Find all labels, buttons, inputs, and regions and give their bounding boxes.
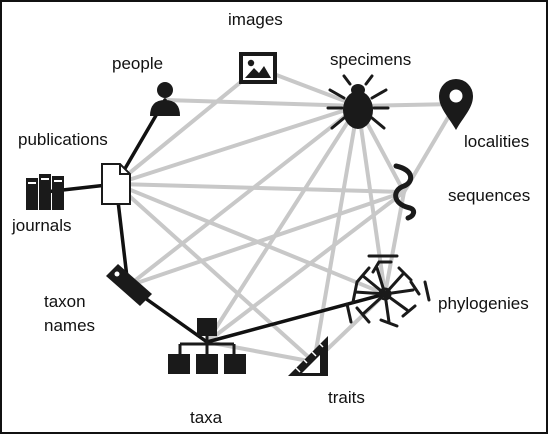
label-taxon-names-line1: taxon (44, 292, 86, 311)
label-phylogenies: phylogenies (438, 294, 529, 313)
link-publications-phylogenies (114, 182, 387, 296)
label-localities: localities (464, 132, 530, 151)
link-sequences-phylogenies (383, 190, 406, 296)
label-publications: publications (18, 130, 108, 149)
hierarchy-icon (168, 318, 246, 374)
books-icon (26, 174, 64, 210)
label-taxon-names: taxon names (44, 290, 95, 338)
link-taxa-phylogenies (205, 292, 387, 344)
weak-links (114, 66, 458, 364)
map-pin-icon (439, 79, 473, 130)
beetle-icon (326, 74, 390, 130)
label-specimens: specimens (330, 50, 412, 69)
link-people-specimens (163, 98, 360, 108)
link-specimens-taxa (205, 104, 360, 344)
link-taxon-names-specimens (126, 104, 360, 288)
person-icon (150, 82, 180, 116)
document-icon (101, 163, 131, 205)
link-sequences-taxa (205, 190, 406, 344)
label-taxon-names-line2: names (44, 316, 96, 335)
link-publications-traits (114, 182, 316, 364)
link-publications-specimens (114, 104, 360, 186)
label-traits: traits (328, 388, 365, 407)
link-taxon-names-sequences (126, 190, 406, 288)
link-specimens-traits (312, 104, 360, 364)
label-sequences: sequences (448, 186, 531, 205)
dna-helix-icon (393, 163, 417, 221)
label-taxa: taxa (190, 408, 223, 427)
link-publications-images (114, 66, 260, 186)
picture-icon (239, 52, 277, 84)
label-journals: journals (12, 216, 72, 235)
ruler-triangle-icon (288, 336, 328, 376)
tag-icon (106, 264, 152, 306)
label-people: people (112, 54, 164, 73)
link-specimens-localities (356, 102, 458, 108)
link-publications-sequences (114, 182, 406, 194)
tree-icon (345, 254, 431, 328)
label-images: images (228, 10, 283, 29)
